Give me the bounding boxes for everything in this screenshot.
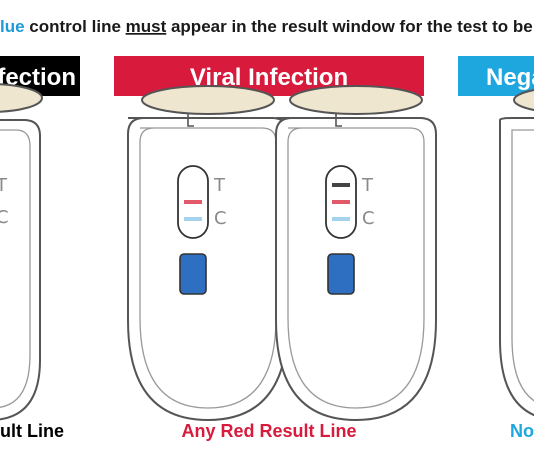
- test-cassette-left: T C: [0, 83, 43, 421]
- header-text-2: appear in the result window for the test…: [166, 17, 534, 36]
- dark-line-2: [332, 183, 350, 187]
- caption-left: ult Line: [0, 421, 64, 441]
- left-c-letter: C: [0, 207, 9, 228]
- test-cassette-viral-2: T C: [275, 85, 437, 422]
- control-line-blue-2: [332, 217, 350, 221]
- banner-negative-label: Nega: [486, 64, 534, 91]
- test-cassette-viral-1: T C: [127, 85, 289, 422]
- caption-negative: No: [510, 421, 534, 441]
- caption-viral: Any Red Result Line: [181, 421, 356, 441]
- left-t-letter: T: [0, 175, 8, 196]
- test-line-red-2: [332, 200, 350, 204]
- t-letter-1: T: [213, 175, 226, 196]
- header-blue-word: lue: [0, 17, 25, 36]
- c-letter-2: C: [362, 208, 375, 229]
- sample-well-2: [327, 253, 355, 295]
- header-sentence: lue control line must appear in the resu…: [0, 17, 534, 36]
- test-cassette-right: [499, 88, 534, 417]
- banner-negative: Nega: [458, 56, 534, 96]
- control-line-blue-1: [184, 217, 202, 221]
- c-letter-1: C: [214, 208, 227, 229]
- header-text-1: control line: [25, 17, 126, 36]
- t-letter-2: T: [361, 175, 374, 196]
- header-underlined-word: must: [126, 17, 167, 36]
- sample-well-1: [179, 253, 207, 295]
- test-line-red-1: [184, 200, 202, 204]
